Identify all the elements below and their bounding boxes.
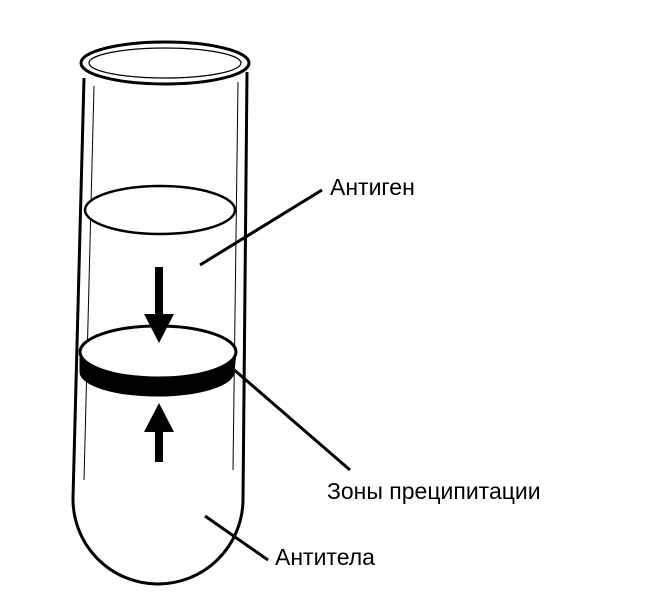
test-tube-rim-inner <box>88 47 242 79</box>
up-arrow-icon <box>144 403 174 462</box>
antibodies-leader-line <box>204 514 269 562</box>
precipitation-zone <box>78 324 238 397</box>
test-tube-inner-wall <box>83 85 95 481</box>
antibodies-label: Антитела <box>275 544 375 570</box>
precipitation-zones-label: Зоны преципитации <box>327 478 541 504</box>
test-tube <box>71 40 251 586</box>
precipitation-leader-line <box>231 366 351 472</box>
antigen-label: Антиген <box>330 174 415 200</box>
down-arrow-icon <box>144 267 174 343</box>
antigen-leader-line <box>199 188 323 267</box>
test-tube-rim-outer <box>79 40 251 86</box>
antigen-surface <box>83 184 237 236</box>
test-tube-inner-wall-right <box>232 81 239 471</box>
test-tube-outline <box>71 71 249 586</box>
